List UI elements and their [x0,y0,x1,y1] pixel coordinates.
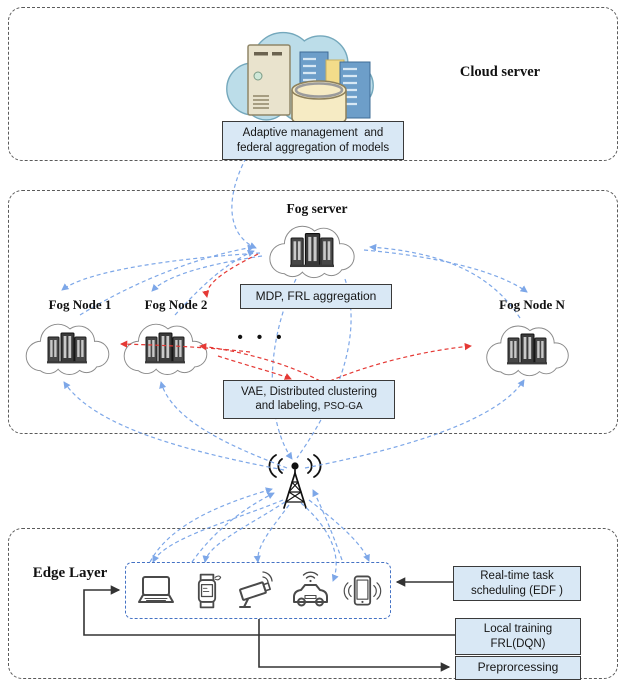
local-training-to-devices-connector [83,585,455,636]
mdp-frl-aggregation-box: MDP, FRL aggregation [240,284,392,309]
fogserver-to-node1-arrow [61,252,261,291]
server-rack-icon [47,332,87,364]
black-connectors [83,577,455,672]
server-rack-icon [290,233,334,268]
local-training-line2: FRL(DQN) [490,637,546,650]
devices-to-tower-arrow-1 [149,487,273,563]
antenna-tower-icon [268,454,322,509]
server-rack-icon [507,333,547,365]
cloud-server-label: Cloud server [459,64,541,80]
tower-to-camera-arrow [253,504,290,563]
adaptive-management-box: Adaptive management and federal aggregat… [222,121,404,160]
local-training-line1: Local training [483,622,553,635]
fog-server-cloud-icon [269,225,355,279]
fog-node-2-label: Fog Node 2 [144,297,208,312]
red-model-arrows [120,253,472,382]
tower-to-laptop-arrow [152,499,284,563]
cloud-server-icon [225,31,375,128]
fogserver-to-node2-arrow [151,255,263,292]
fog-node-n-cloud-icon [486,325,569,377]
realtime-scheduling-box: Real-time task scheduling (EDF ) [453,566,581,601]
devices-to-tower-arrow-3 [312,489,343,561]
adaptive-management-line2: federal aggregation of models [236,141,390,154]
tower-to-watch-arrow [202,501,286,563]
smartwatch-icon [197,573,221,608]
laptop-icon [138,575,175,603]
car-icon [293,570,329,606]
node1-to-fogserver-arrow [79,244,255,316]
tower-to-nodeN-arrow [304,379,525,469]
node2-to-node1-arrow [120,340,251,353]
devices-to-tower-arrow-2 [191,492,275,563]
fog-server-label: Fog server [286,201,348,216]
fog-nodes-ellipsis: • • • [237,329,287,346]
vae-clustering-line1: VAE, Distributed clustering [241,385,377,398]
realtime-scheduling-line2: scheduling (EDF ) [470,584,564,597]
fog-node-1-cloud-icon [25,323,110,376]
tower-to-node2-arrow [159,381,288,469]
fog-node-n-label: Fog Node N [499,297,565,312]
tower-to-car-arrow [300,502,339,582]
node2-to-fogserver-arrow [174,250,255,316]
preprocessing-label: Preprorcessing [477,660,559,675]
vae-clustering-box: VAE, Distributed clustering and labeling… [223,380,395,419]
smartphone-icon [343,575,381,606]
local-training-box: Local training FRL(DQN) [455,618,581,655]
adaptive-management-line1: Adaptive management and [242,126,384,139]
node2-to-vae-arrow [217,355,292,380]
fogserver-to-mdp-arrow [202,253,259,298]
fogserver-to-nodeN-arrow [363,249,528,293]
realtime-scheduling-line1: Real-time task [480,569,554,582]
vae-clustering-line2: and labeling, PSO-GA [255,400,363,413]
tower-to-phone-arrow [308,499,370,562]
vae-to-node2-arrow [199,343,321,382]
edge-layer-boundary [8,528,618,679]
preprocessing-box: Preprorcessing [455,656,581,680]
tower-to-node1-arrow [63,381,285,471]
mdp-frl-aggregation-label: MDP, FRL aggregation [255,288,377,303]
edge-layer-label: Edge Layer [32,565,108,581]
tower-server-icon [247,44,291,116]
server-rack-icon [145,332,185,364]
edge-devices-group [125,562,391,619]
pso-ga-label: PSO-GA [323,401,363,413]
cloud-to-fogserver-arrow [231,157,257,249]
vae-to-nodeN-arrow [329,343,472,382]
fog-node-2-cloud-icon [123,323,208,376]
cctv-camera-icon [238,570,273,608]
devices-to-preprocessing-connector [258,619,451,672]
fog-node-1-label: Fog Node 1 [48,297,112,312]
nodeN-to-fogserver-arrow [369,243,521,319]
cloud-layer-boundary [8,7,618,161]
